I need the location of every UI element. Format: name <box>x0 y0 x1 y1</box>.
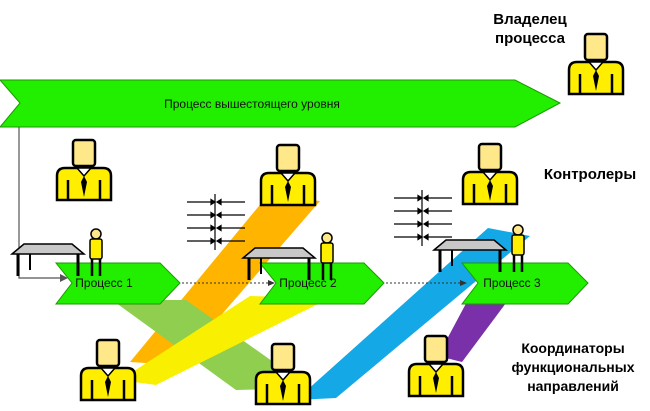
dotted-link-2-3-head <box>460 280 467 286</box>
process-1-arrow <box>54 262 181 305</box>
connector-line <box>18 127 60 279</box>
process-2-arrow <box>258 262 385 305</box>
control-arrows-icon <box>393 189 453 247</box>
controllers-label: Контролеры <box>543 166 637 183</box>
process-3-arrow <box>460 262 589 305</box>
top-process-label: Процесс вышестоящего уровня <box>164 97 340 111</box>
band-purple <box>438 296 506 362</box>
top-process-arrow <box>0 79 562 128</box>
connector-arrowhead <box>60 274 68 282</box>
owner-label: Владелец процесса <box>493 11 567 47</box>
controller-person-icon <box>55 138 113 202</box>
controller-person-icon <box>461 142 519 206</box>
coordinators-label: Координаторы функциональных направлений <box>511 340 635 394</box>
coordinator-person-icon <box>254 342 312 406</box>
controller-person-icon <box>259 143 317 207</box>
process-3-label: Процесс 3 <box>483 276 541 290</box>
coordinator-person-icon <box>79 338 137 402</box>
process-1-label: Процесс 1 <box>75 276 133 290</box>
dotted-link-1-2-head <box>268 280 275 286</box>
band-yellow <box>120 296 330 385</box>
